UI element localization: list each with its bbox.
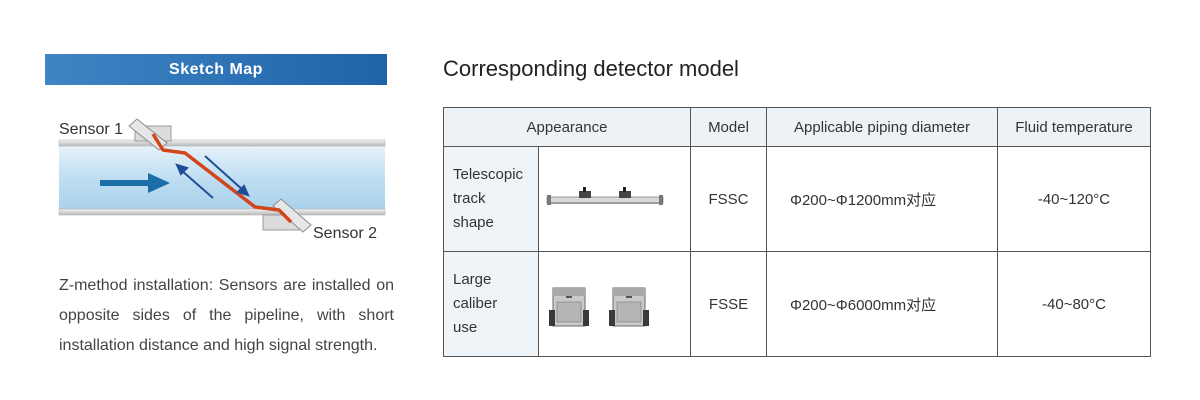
appearance-image bbox=[538, 146, 691, 252]
table-row: Telescopic track shape FSSC Φ200~Φ1200mm… bbox=[443, 146, 1151, 252]
row-temperature: -40~80°C bbox=[997, 251, 1151, 357]
table-header-row: Appearance Model Applicable piping diame… bbox=[443, 107, 1151, 147]
row-model: FSSE bbox=[690, 251, 767, 357]
row-model: FSSC bbox=[690, 146, 767, 252]
row-diameter: Φ200~Φ1200mm对应 bbox=[766, 146, 998, 252]
installation-description: Z-method installation: Sensors are insta… bbox=[59, 277, 394, 354]
large-caliber-sensor-pair-image bbox=[549, 287, 649, 327]
table-row: Large caliber use bbox=[443, 251, 1151, 357]
sketch-map-banner: Sketch Map bbox=[45, 54, 387, 85]
appearance-image bbox=[538, 251, 691, 357]
telescopic-track-sensor-image bbox=[546, 187, 664, 205]
row-diameter: Φ200~Φ6000mm对应 bbox=[766, 251, 998, 357]
col-appearance: Appearance bbox=[443, 107, 691, 147]
sensor-2-label: Sensor 2 bbox=[313, 225, 377, 242]
row-temperature: -40~120°C bbox=[997, 146, 1151, 252]
detector-table: Appearance Model Applicable piping diame… bbox=[443, 107, 1151, 357]
pipe-top-wall bbox=[58, 139, 386, 147]
row-name: Telescopic track shape bbox=[443, 146, 539, 252]
sensor-1-label: Sensor 1 bbox=[59, 121, 123, 138]
pipe bbox=[59, 142, 385, 214]
row-name: Large caliber use bbox=[443, 251, 539, 357]
signal-direction-arrows bbox=[175, 155, 250, 199]
col-temperature: Fluid temperature bbox=[997, 107, 1151, 147]
signal-path bbox=[151, 133, 293, 224]
z-method-sketch: Sensor 1 Sensor 2 bbox=[58, 118, 386, 242]
flow-direction-icon bbox=[100, 173, 170, 193]
detector-heading: Corresponding detector model bbox=[443, 56, 739, 81]
col-diameter: Applicable piping diameter bbox=[766, 107, 998, 147]
col-model: Model bbox=[690, 107, 767, 147]
pipe-bottom-wall bbox=[58, 208, 386, 216]
